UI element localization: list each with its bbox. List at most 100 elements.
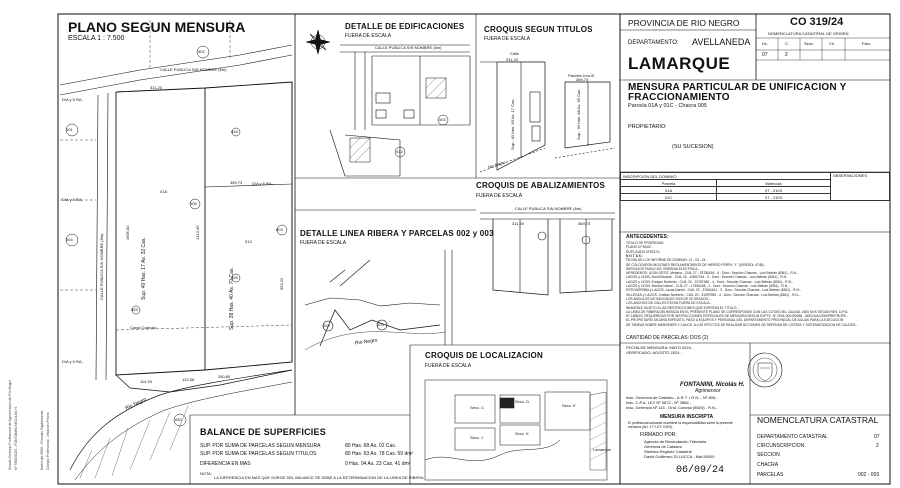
antecedentes-line: N O T A S :	[626, 253, 643, 258]
balance-row-1-label: SUP. POR SUMA DE PARCELAS SEGUN MENSURA	[200, 443, 321, 449]
detalle-ribera-lot-2: 003	[377, 322, 384, 327]
lot-018: 018	[231, 129, 238, 134]
croquis-loc-subtitle: FUERA DE ESCALA	[425, 363, 472, 369]
lot-005: 005	[190, 201, 197, 206]
balance-nota-label: NOTA:	[200, 471, 212, 476]
plano-row-4: D/A y 6 RA-	[62, 359, 83, 364]
balance-row-2-label: SUP. POR SUMA DE PARCELAS SEGUN TITULOS	[200, 451, 317, 457]
antecedentes-line: FECHA DE LOS INFORME DE DOMINIO: 11 - 03…	[626, 258, 708, 263]
detalle-edif-street: CALLE PUBLICA SIN NOMBRE (6m)	[375, 45, 442, 50]
parcel-a-area: Sup. 40 Has. 17 As. 32 Cas.	[141, 237, 147, 300]
parcel-b-id: 01C	[245, 239, 253, 244]
croquis-abal-dim-1: 311,20	[512, 221, 524, 226]
firmado-label: FIRMADO POR:	[640, 432, 677, 438]
plano-dim-left-1: 1695,00	[125, 225, 130, 240]
localidad: LAMARQUE	[628, 54, 731, 73]
registro-text: El profesional actuante mantiene la resp…	[628, 421, 733, 429]
antecedentes-line: DE TAREAS SOBRE MARGENES Y CAUCE, A LOS …	[626, 322, 858, 327]
dominio-cell: 07 - 2103	[716, 193, 831, 201]
side-note-3: Matrícula 3566 - Firmado Digitalmente	[40, 410, 44, 470]
co-number: CO 319/24	[790, 16, 844, 28]
lot-004: 004	[66, 237, 73, 242]
croquis-loc-title: CROQUIS DE LOCALIZACION	[425, 351, 543, 360]
nom-col-c: C.	[785, 41, 789, 46]
detalle-edif-lot-2: 012	[396, 149, 403, 154]
antecedentes-line: PLANO Nº 52/62 -	[626, 245, 653, 250]
profesional-name: FONTANINI, Nicolás H.	[680, 382, 745, 388]
antecedentes-line: LA LINEA DE RIBERA DELIMITADA EN EL PRES…	[626, 309, 849, 314]
nom-col-ch: Ch.	[829, 41, 836, 46]
plano-row-1: D/A y 6 RA-	[62, 97, 83, 102]
plano-street-side: CALLE PUBLICA SIN NOMBRE (6m)	[99, 233, 104, 300]
antecedentes-line: EL PROPIETARIO DEJARA EXPEDITO, PASO A E…	[626, 318, 844, 323]
profesional-title: Agrimensor	[695, 388, 721, 394]
nomenclatura-row-3-label: SECCION	[757, 452, 780, 458]
provincia: PROVINCIA DE RIO NEGRO	[628, 18, 740, 28]
croquis-titulos-title: CROQUIS SEGUN TITULOS	[484, 25, 593, 34]
dominio-col-matricula: Matrícula	[716, 179, 831, 187]
croquis-titulos-dim-2: 369,73	[576, 77, 589, 82]
antecedentes-line: DUPLICADO Nº5237/1	[626, 249, 660, 254]
dominio-cell: 07 - 2103	[716, 186, 831, 194]
firmado-line-4: David Guillermo DI LUCCA - Mat.50000	[644, 454, 715, 459]
antecedentes-title: ANTECEDENTES:	[626, 234, 669, 240]
firmado-date: 06/09/24	[676, 465, 725, 476]
croquis-titulos-parcela-b: Parcela Uno-B	[568, 73, 595, 78]
profesional-line-2: Insc. C.P.A. LEY Nº 3872 - Nº 3566 -	[626, 400, 692, 405]
plano-street-top: CALLE PUBLICA SIN NOMBRE (6m)	[160, 67, 227, 72]
nomenclatura-row-1-label: DEPARTAMENTO CATASTRAL	[757, 434, 828, 440]
croquis-titulos-area-2: Sup.: 39 Has. 88 As. 55 Cas.	[576, 88, 581, 140]
nomenclatura-row-2-value: 2	[876, 443, 879, 449]
detalle-ribera-title: DETALLE LINEA RIBERA Y PARCELAS 002 y 00…	[300, 229, 494, 238]
detalle-ribera-subtitle: FUERA DE ESCALA	[300, 240, 347, 246]
profesional-line-1: Insc. Gerencia de Catastro - A.R.T. • R.…	[626, 395, 718, 400]
antecedentes-line: LOS ANGULOS NO INDICADOS SON DE 90 GRADO…	[626, 296, 710, 301]
table-row: 01C 07 - 2103	[619, 193, 890, 201]
side-note-1: Visado Consejo Profesional de Agrimensur…	[8, 379, 12, 470]
lot-029: 029	[131, 307, 138, 312]
croquis-loc-secc-e: Secc. E	[562, 403, 576, 408]
registro-title: MENSURA INSCRIPTA	[660, 414, 714, 420]
profesional-line-3: Insc. Gerencia Nº 115 - Gral. Conesa (85…	[626, 405, 718, 410]
croquis-titulos-area-1: Sup.: 40 Has. 90 As. 17 Cas.	[510, 98, 515, 150]
departamento-value: AVELLANEDA	[692, 37, 751, 47]
plano-row-3: D/A y 6 RA-	[252, 181, 273, 186]
nom-col-dc: Dc.	[762, 41, 768, 46]
plano-title: PLANO SEGUN MENSURA	[68, 19, 246, 35]
croquis-titulos-dim-1: 311,20	[506, 57, 518, 62]
departamento-label: DEPARTAMENTO:	[628, 40, 679, 46]
dominio-cell: 01A	[619, 186, 718, 194]
croquis-titulos-calle: Calle	[510, 51, 520, 56]
nomenclatura-row-2-label: CIRCUNSCRIPCION	[757, 443, 805, 449]
firmado-line-1: Agencia de Recaudación Tributaria	[644, 439, 707, 444]
antecedentes-line: ESTIGARRIBIA y LAGOS, Lucas Daniel - CUI…	[626, 288, 801, 293]
antecedentes-line: INMUEBLE SUJETO A LAS RESTRICCIONES QUE …	[626, 305, 739, 310]
balance-row-1-value: 80 Has. 68 As. 02 Cas.	[345, 443, 397, 449]
antecedentes-line: VILLEGAS y LAGOS, Cristian Norberto - CU…	[626, 292, 800, 297]
nomenclatura-row-1-value: 07	[874, 434, 880, 440]
detalle-edif-lot-1: 003	[439, 117, 446, 122]
croquis-loc-secc-j: Secc. J	[470, 435, 484, 440]
plano-dim-bottom-1: 114,93	[140, 379, 152, 384]
plano-row-2: D/A y 5 RA-	[62, 197, 83, 202]
croquis-abal-subtitle: FUERA DE ESCALA	[476, 193, 523, 199]
fecha-mensura: FECHA DE MENSURA: MAYO 2024 -	[626, 345, 694, 350]
croquis-abal-street: CALLE PUBLICA SIN NOMBRE (6m)	[515, 206, 582, 211]
antecedentes-line: SE COLOCARON MOJONES REGLAMENTARIOS DE H…	[626, 262, 766, 267]
croquis-loc-place: Lamarque	[593, 447, 612, 452]
plano-dim-bottom-3: 250,80	[218, 374, 231, 379]
objeto: MENSURA PARTICULAR DE UNIFICACION Y FRAC…	[628, 82, 847, 103]
fecha-verificado: VERIFICADO: AGOSTO 2024 -	[626, 350, 682, 355]
dominio-col-parcela: Parcela	[619, 179, 718, 187]
croquis-loc-secc-c: Secc. C	[470, 405, 485, 410]
antecedentes-line: HEREDEROS: LEON ORTIZ, Melania - CUIL 27…	[626, 271, 799, 276]
nom-val-dc: 07	[762, 52, 768, 58]
side-note-4: Colegio Profesional - Visación Previa	[46, 412, 50, 470]
antecedentes-line: LAGOS y LEON, Mónica Noemí - CUIL 27 - 1…	[626, 284, 790, 288]
dominio-cell: 01C	[619, 193, 718, 201]
nomenclatura-row-5-value: 002 - 003	[858, 472, 880, 478]
balance-row-3-label: DIFERENCIA EN MAS	[200, 461, 251, 467]
detalle-edif-subtitle: FUERA DE ESCALA	[345, 33, 392, 39]
dominio-header-inscripcion: INSCRIPCION DEL DOMINIO	[620, 172, 831, 180]
